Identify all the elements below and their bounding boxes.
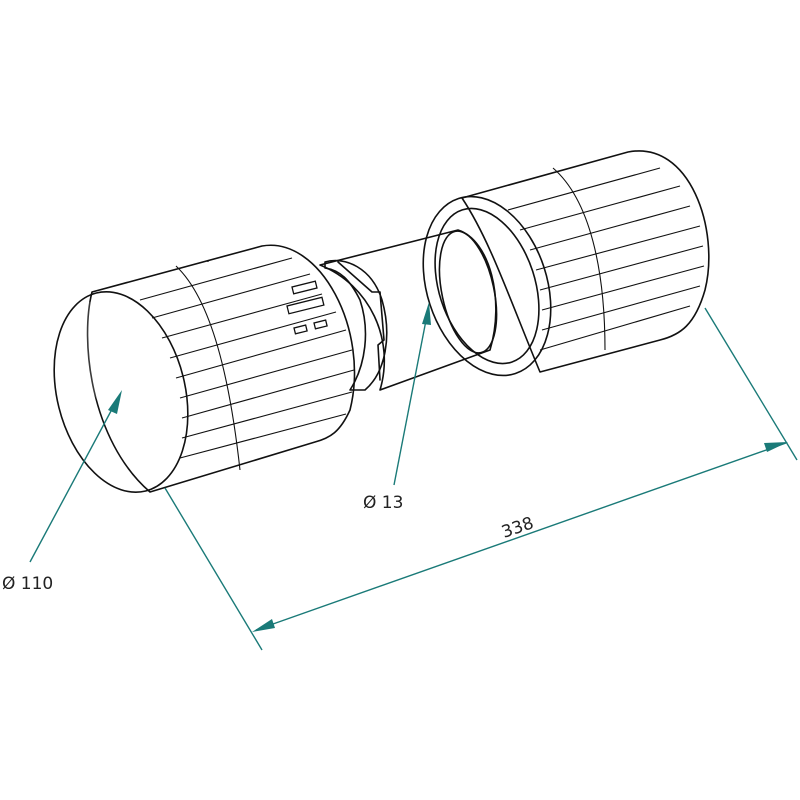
right-cylinder xyxy=(422,150,710,377)
left-cylinder xyxy=(53,244,356,493)
sleeve xyxy=(324,259,388,391)
outer-diameter-arrow xyxy=(108,390,122,414)
overall-length-label: 338 xyxy=(499,513,536,542)
right-cylinder-ribs xyxy=(507,167,705,351)
left-cylinder-slots xyxy=(286,280,328,335)
outer-diameter-label: Ø 110 xyxy=(2,574,53,594)
inner-diameter-leader xyxy=(393,309,429,486)
length-arrow-right xyxy=(764,442,788,452)
center-tube xyxy=(319,229,498,391)
left-cylinder-ribs xyxy=(139,257,355,471)
dimensions: Ø 110 Ø 13 338 xyxy=(2,302,798,651)
extension-line-left xyxy=(164,487,263,651)
inner-diameter-label: Ø 13 xyxy=(363,493,403,513)
inner-diameter-arrow xyxy=(422,302,431,325)
length-dimension-line xyxy=(255,442,787,631)
extension-line-right xyxy=(704,307,798,461)
outer-diameter-leader xyxy=(29,397,119,563)
length-arrow-left xyxy=(252,619,275,632)
